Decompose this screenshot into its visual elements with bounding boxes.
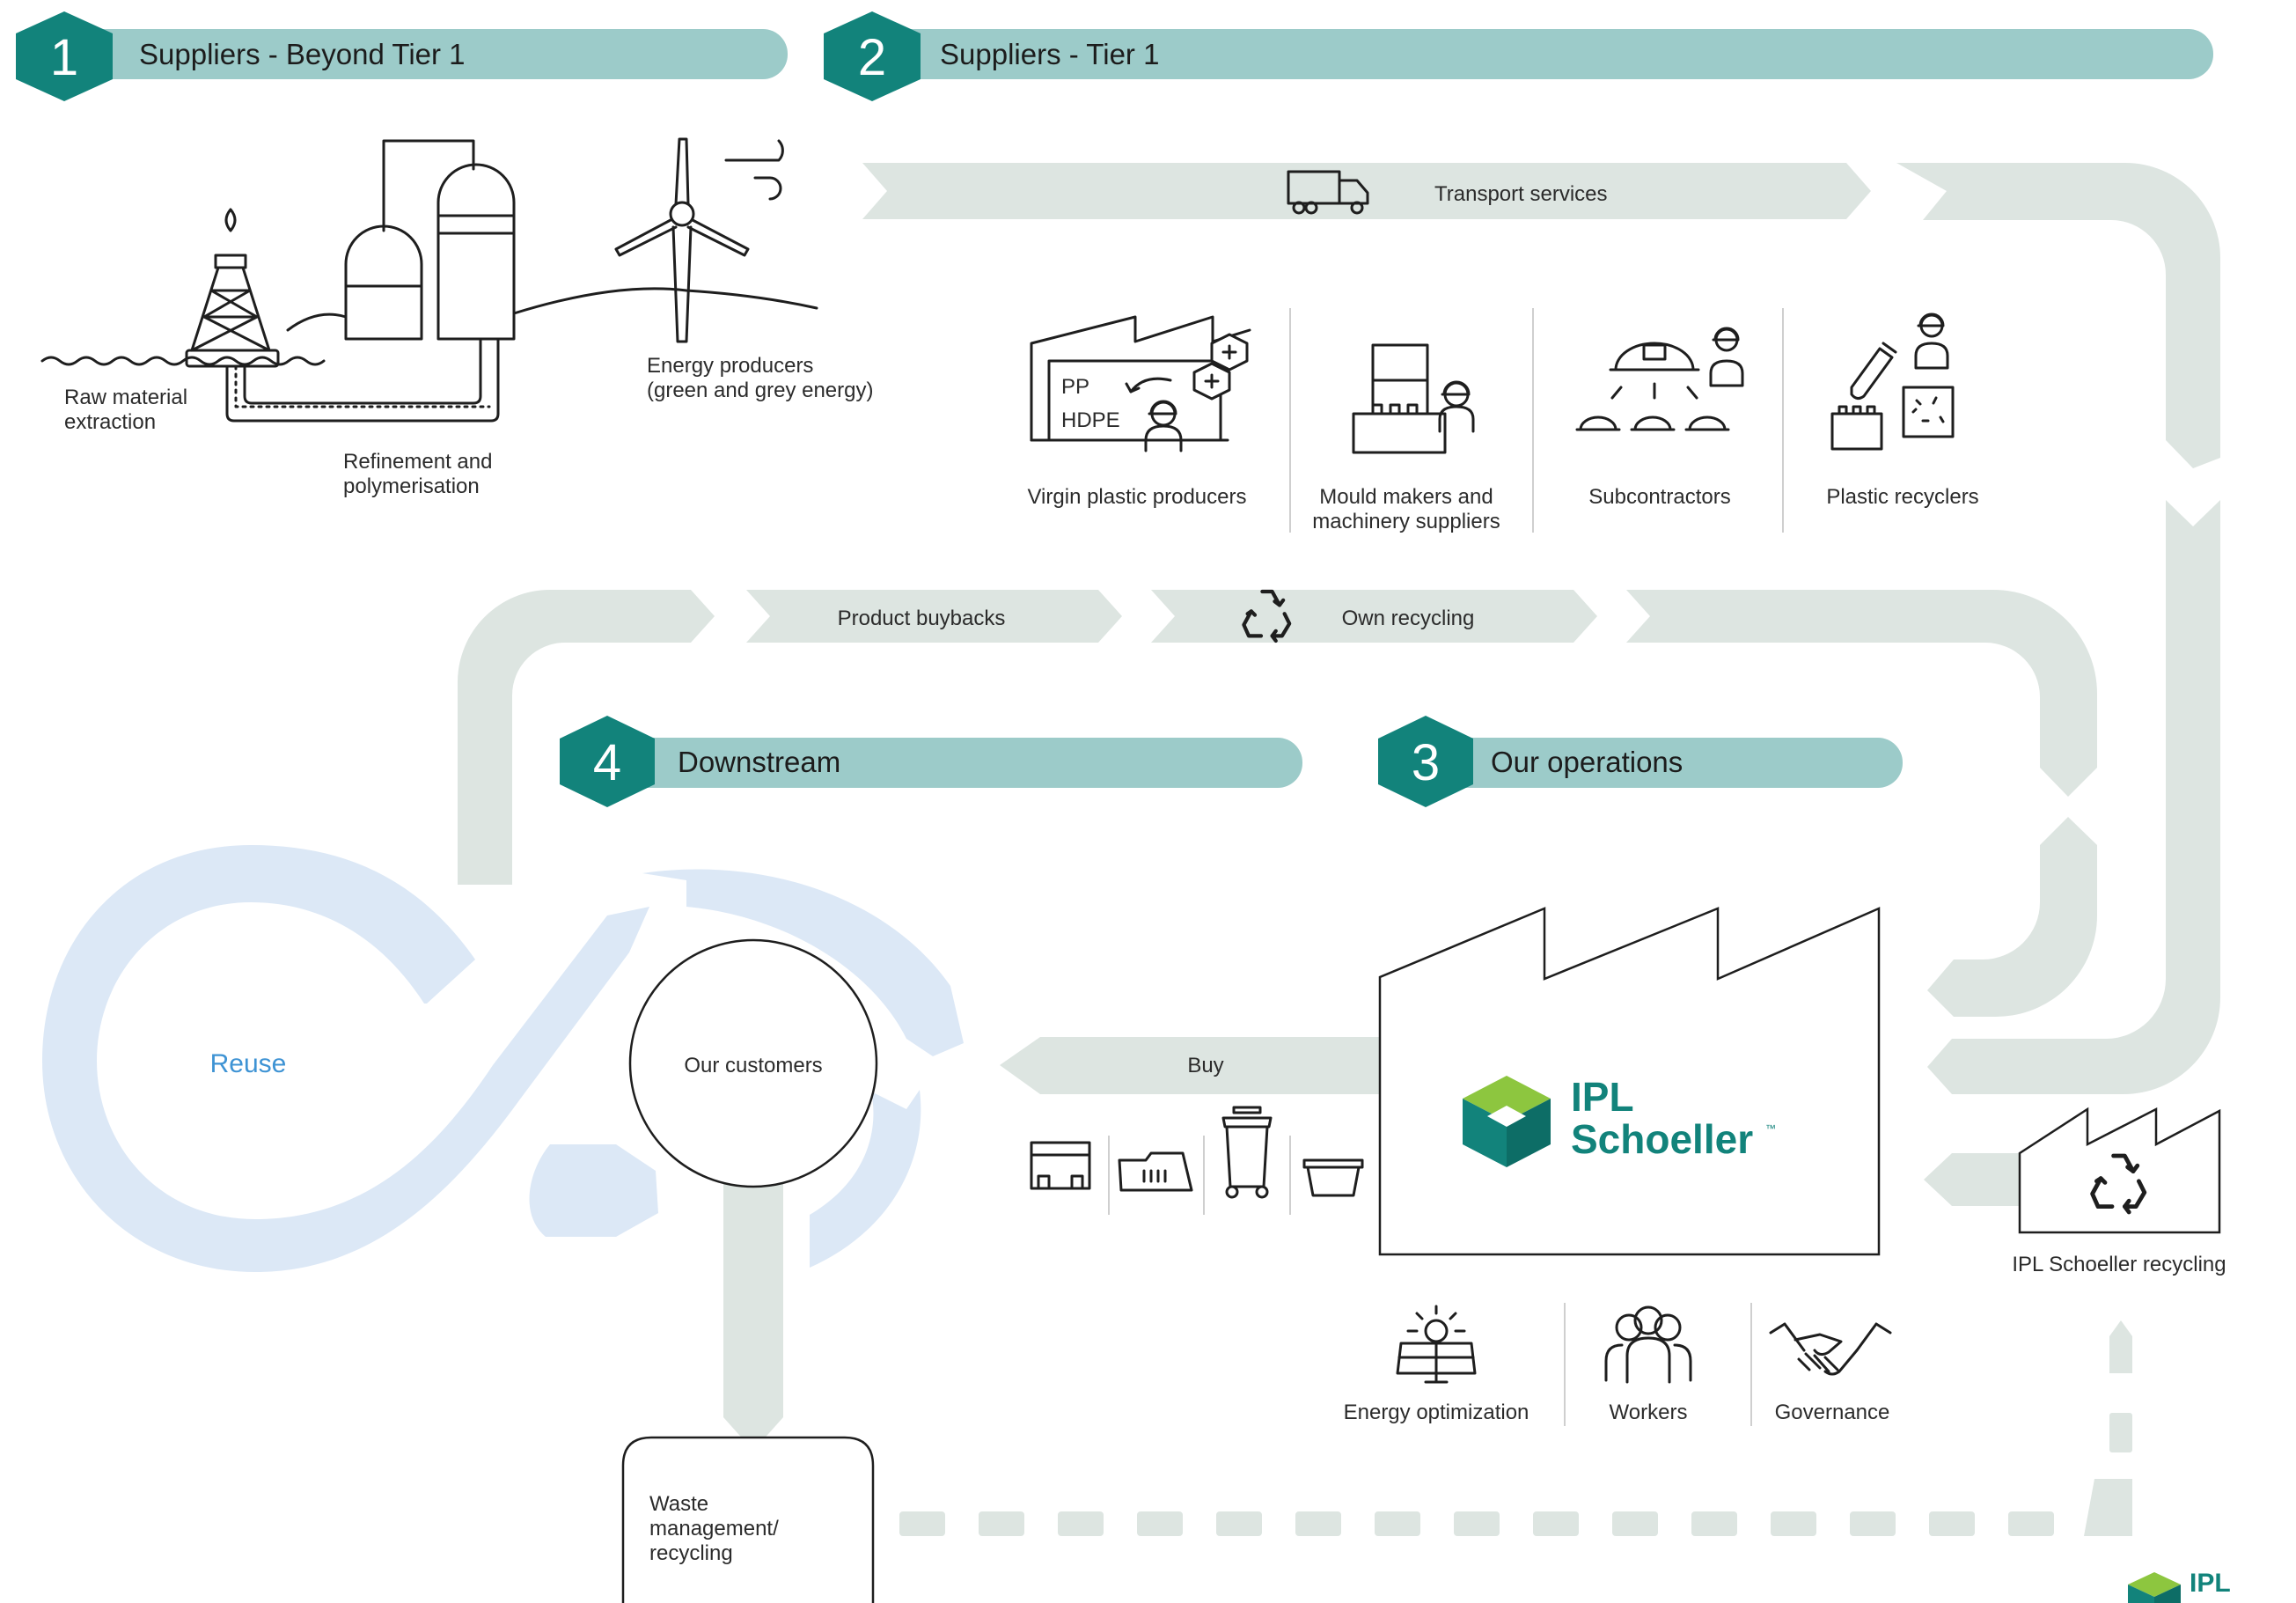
section-header-1: 1 Suppliers - Beyond Tier 1 [16,11,788,101]
workers-icon [1604,1305,1692,1384]
raw-material-label-line1: Raw material [64,386,187,409]
section-number: 1 [50,29,78,86]
subcontractors-icon [1575,327,1744,431]
transport-label: Transport services [1434,182,1608,206]
hexagon-badge-icon [1378,716,1473,807]
tier1-label: machinery suppliers [1312,510,1500,533]
company-name-line2: Schoeller [1571,1116,1753,1162]
buy-label: Buy [1187,1054,1223,1077]
product-buybacks-label: Product buybacks [838,607,1006,630]
tier1-label: Subcontractors [1588,485,1730,509]
plastic-recycler-icon [1830,313,1955,451]
refinery-icon [225,139,516,423]
trademark-mark: ™ [1765,1122,1776,1135]
pallet-icon [1030,1141,1091,1190]
buy-flow: Buy [1000,1037,1382,1094]
section-title: Our operations [1491,746,1683,778]
recycle-icon [1242,589,1292,643]
wind-turbine-icon [614,137,784,343]
return-flow: Product buybacks Own recycling [458,589,2097,1017]
waste-label-line3: recycling [649,1541,733,1565]
own-recycling-label: Own recycling [1342,607,1475,630]
energy-label-line1: Energy producers [647,354,813,378]
customers-label: Our customers [684,1054,822,1077]
corner-logo-icon: IPL [2128,1569,2231,1603]
refinement-label-line2: polymerisation [343,474,480,498]
waste-label-line1: Waste [649,1492,708,1516]
operations-item-label: Energy optimization [1344,1401,1529,1424]
energy-label-line2: (green and grey energy) [647,379,873,402]
raw-material-label-line2: extraction [64,410,156,434]
section-number: 4 [593,734,621,791]
handshake-icon [1769,1322,1892,1376]
section-title: Suppliers - Tier 1 [940,38,1159,70]
tier1-label: Virgin plastic producers [1027,485,1246,509]
operations-item-label: Governance [1775,1401,1890,1424]
mould-machinery-icon [1352,343,1475,454]
operations-factory: IPL Schoeller ™ [1378,907,1881,1256]
customers-to-waste-flow [723,1184,783,1451]
oil-rig-icon [185,208,280,368]
waste-management-node: Waste management/ recycling [621,1436,875,1603]
dashed-waste-flow [899,1320,2132,1536]
hexagon-badge-icon [824,11,921,101]
section-title: Downstream [678,746,840,778]
truck-icon [1287,170,1369,215]
recycling-plant-label: IPL Schoeller recycling [2012,1253,2226,1276]
tier1-label: Mould makers and [1319,485,1493,509]
wheelie-bin-icon [1221,1106,1273,1199]
company-name-line1: IPL [1571,1074,1634,1120]
ipl-schoeller-logo-icon [1463,1076,1551,1167]
section-title: Suppliers - Beyond Tier 1 [139,38,466,70]
operations-item-label: Workers [1610,1401,1688,1424]
factory-inner-label: PP [1061,375,1089,399]
customers-node: Our customers [628,938,878,1188]
recycle-icon [2090,1153,2147,1215]
tier1-suppliers: PP HDPE Virgin plastic producers Mould m… [1027,308,1979,533]
factory-inner-label: HDPE [1061,408,1120,432]
section-header-3: 3 Our operations [1378,716,1903,807]
hexagon-badge-icon [560,716,655,807]
crate-icon [1118,1151,1193,1192]
tub-icon [1302,1158,1364,1197]
reuse-loop: Reuse [42,845,964,1272]
hexagon-badge-icon [16,11,113,101]
section-number: 3 [1412,734,1440,791]
factory-pp-hdpe-icon [1030,315,1251,452]
recycling-plant: IPL Schoeller recycling [2012,1107,2226,1276]
transport-label-group: Transport services [1287,170,1608,215]
recycling-plant-inflow [1924,1153,2020,1206]
product-icons [1030,1106,1364,1215]
corner-logo-text: IPL [2190,1569,2231,1598]
section-number: 2 [858,29,886,86]
waste-label-line2: management/ [649,1517,779,1540]
section-header-4: 4 Downstream [560,716,1302,807]
section-header-2: 2 Suppliers - Tier 1 [824,11,2213,101]
operations-items: Energy optimization Workers Governance [1344,1303,1892,1426]
tier1-label: Plastic recyclers [1826,485,1978,509]
reuse-label: Reuse [210,1049,287,1078]
solar-panel-icon [1396,1305,1477,1384]
beyond-tier1-scene: Raw material extraction Refinement and p… [40,137,873,498]
refinement-label-line1: Refinement and [343,450,492,474]
